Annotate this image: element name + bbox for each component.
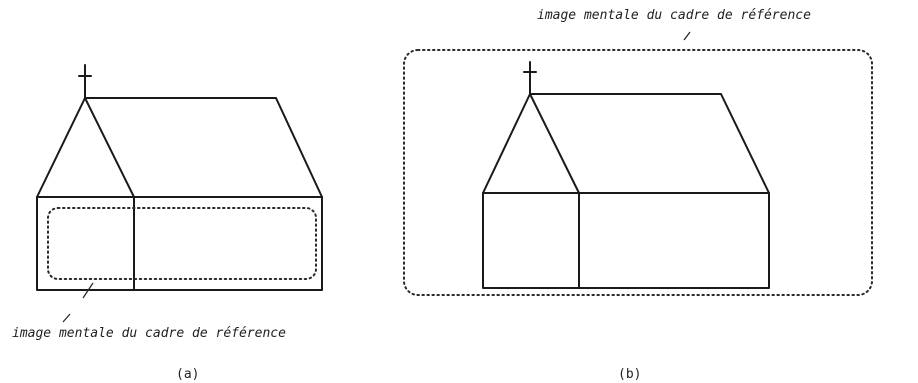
gable-a bbox=[36, 97, 135, 198]
annotation-pointer-a bbox=[82, 282, 94, 299]
mental-frame-b bbox=[403, 49, 873, 296]
gable-b bbox=[482, 93, 580, 194]
figure-label-b: (b) bbox=[618, 367, 641, 382]
figure-b: image mentale du cadre de référence (b) bbox=[403, 8, 873, 382]
mental-frame-a bbox=[47, 207, 317, 280]
roof-a bbox=[84, 97, 323, 198]
annotation-tick-b bbox=[683, 31, 691, 41]
annotation-tick-a bbox=[62, 313, 71, 323]
roof-b bbox=[529, 93, 770, 194]
figure-a: image mentale du cadre de référence (a) bbox=[12, 64, 323, 382]
wall-b bbox=[482, 192, 770, 289]
annotation-text-a: image mentale du cadre de référence bbox=[12, 326, 286, 341]
wall-a bbox=[36, 196, 323, 291]
church-drawing-b bbox=[482, 61, 770, 289]
figure-label-a: (a) bbox=[176, 367, 199, 382]
annotation-text-b: image mentale du cadre de référence bbox=[537, 8, 811, 23]
church-drawing-a bbox=[36, 64, 323, 291]
